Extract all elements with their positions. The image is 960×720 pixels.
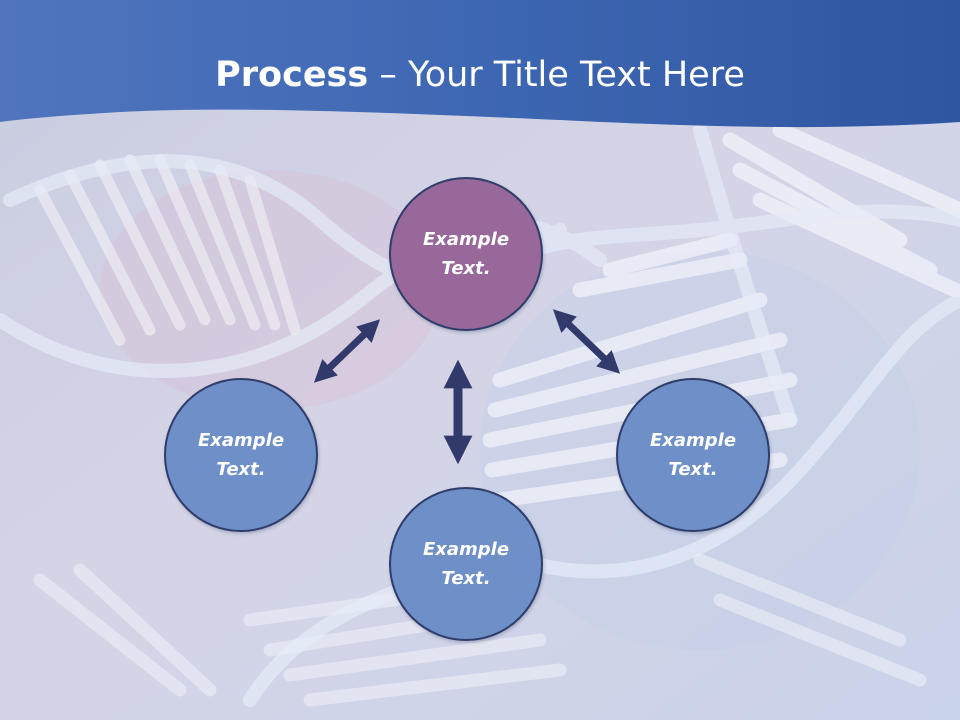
node-right-label: Example Text. xyxy=(649,430,737,480)
arrow-top-left xyxy=(313,319,381,383)
title-rest: – Your Title Text Here xyxy=(368,55,745,95)
process-node-left: Example Text. xyxy=(164,378,318,532)
process-node-right: Example Text. xyxy=(616,378,770,532)
node-left-label: Example Text. xyxy=(197,430,285,480)
node-bottom-label: Example Text. xyxy=(422,539,510,589)
node-top-label: Example Text. xyxy=(422,229,510,279)
process-node-top: Example Text. xyxy=(389,177,543,331)
arrow-top-right xyxy=(552,309,621,374)
slide-title: Process – Your Title Text Here xyxy=(0,52,960,98)
title-bold: Process xyxy=(215,55,369,95)
process-node-bottom: Example Text. xyxy=(389,487,543,641)
